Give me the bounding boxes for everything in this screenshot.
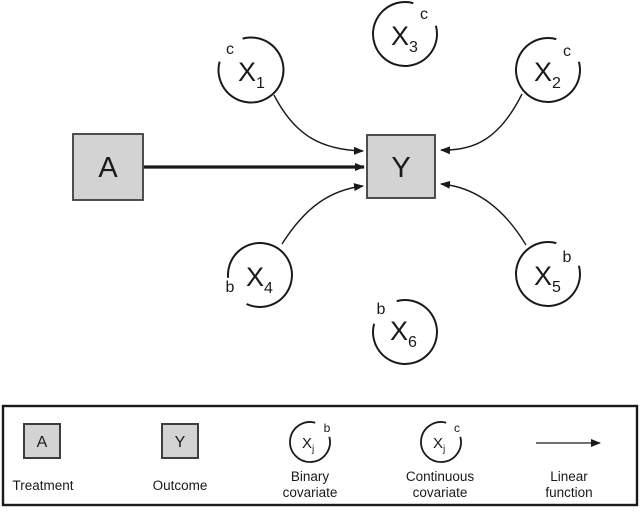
edge-x1-to-y-arrow (273, 94, 364, 155)
covariate-type-superscript-x1: c (226, 41, 234, 58)
legend-binary-symbol: Xj (302, 435, 314, 455)
legend-item-outcome: Y Outcome (153, 423, 208, 493)
treatment-box (72, 133, 144, 201)
legend-continuous-label-line1: Continuous (406, 469, 475, 484)
covariate-circle-x6 (372, 299, 438, 365)
edge-x5-to-y-arrow (440, 180, 527, 246)
covariate-circle-x3 (372, 1, 438, 67)
covariate-node-x5: X5 b (515, 241, 581, 307)
outcome-node: Y (366, 134, 436, 199)
legend-binary-label-line2: covariate (283, 485, 338, 500)
legend-treatment-symbol: A (37, 434, 48, 451)
legend-binary-superscript: b (324, 421, 331, 435)
covariate-type-superscript-x5: b (563, 249, 572, 266)
legend-continuous-superscript: c (454, 421, 460, 435)
covariate-circle-x4 (227, 242, 293, 308)
outcome-box (366, 134, 436, 199)
legend-continuous-symbol: Xj (433, 435, 445, 455)
covariate-label-x3: X3 (391, 21, 418, 56)
legend-binary-label-line1: Binary (291, 469, 330, 484)
legend-binary-circle (289, 421, 331, 463)
legend-linear-label-line1: Linear (550, 469, 588, 484)
covariate-circle-x5 (515, 241, 581, 307)
covariate-circle-x2 (515, 37, 581, 103)
covariate-node-x6: X6 b (372, 299, 438, 365)
outcome-label: Y (391, 152, 410, 184)
treatment-label: A (98, 152, 118, 184)
covariate-node-x3: X3 c (372, 1, 438, 67)
covariate-type-superscript-x3: c (420, 6, 428, 23)
legend-item-binary-covariate: Xj b Binary covariate (283, 421, 338, 500)
treatment-node: A (72, 133, 144, 201)
covariate-label-x1: X1 (238, 57, 265, 92)
edge-x4-to-y-arrow (281, 183, 364, 245)
legend-linear-label-line2: function (545, 485, 592, 500)
covariate-type-superscript-x2: c (563, 43, 571, 60)
legend-treatment-box (23, 423, 61, 459)
covariate-label-x2: X2 (534, 57, 561, 92)
covariate-label-x6: X6 (390, 316, 417, 351)
covariate-label-x5: X5 (534, 261, 561, 296)
covariate-node-x1: X1 c (217, 36, 285, 104)
covariate-type-superscript-x6: b (377, 301, 386, 318)
legend-item-treatment: A Treatment (12, 423, 74, 493)
covariate-node-x2: X2 c (515, 37, 581, 103)
legend-frame (1, 404, 639, 507)
covariate-label-x4: X4 (246, 262, 273, 297)
legend-outcome-symbol: Y (175, 434, 186, 451)
legend-outcome-box (161, 423, 199, 459)
legend-continuous-circle (420, 421, 462, 463)
covariate-circle-x1 (217, 36, 285, 104)
legend-continuous-label-line2: covariate (413, 485, 468, 500)
legend-outcome-label: Outcome (153, 478, 208, 493)
legend: A Treatment Y Outcome Xj b Binary covari… (1, 404, 639, 507)
legend-treatment-label: Treatment (12, 478, 73, 493)
legend-item-linear-function: Linear function (536, 439, 601, 500)
edge-x2-to-y-arrow (440, 93, 523, 155)
covariate-type-superscript-x4: b (226, 279, 235, 296)
legend-item-continuous-covariate: Xj c Continuous covariate (406, 421, 475, 500)
covariate-node-x4: X4 b (226, 242, 293, 308)
